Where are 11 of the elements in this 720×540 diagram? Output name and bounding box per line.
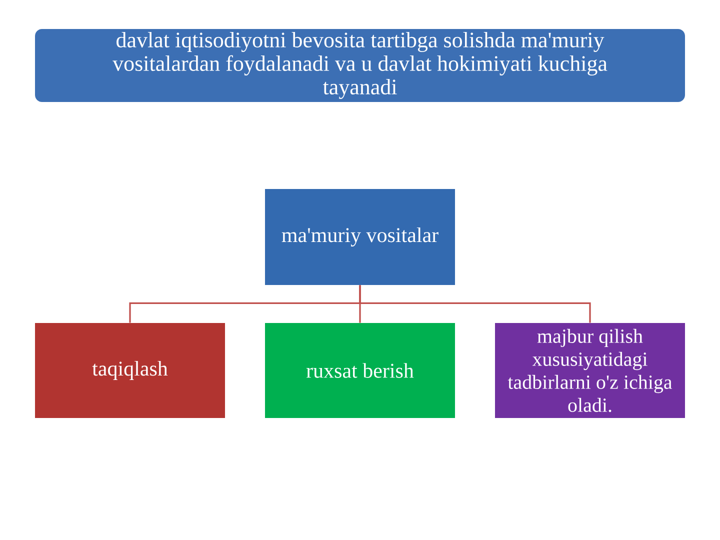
category-box xyxy=(265,323,455,418)
box-label: majbur qilish xususiyatidagi tadbirlarni o'z ichiga oladi. xyxy=(508,328,672,412)
banner-text: davlat iqtisodiyotni bevosita tartibga solishda ma'muriy vositalardan foydalanadi va u davlat hokimiyati kuchiga tayanadi xyxy=(112,32,608,99)
box-label: taqiqlash xyxy=(92,360,168,380)
category-box xyxy=(35,323,225,418)
root-box xyxy=(265,188,455,285)
box-label: ma'muriy vositalar xyxy=(282,227,438,247)
connector-line xyxy=(359,285,591,323)
category-box xyxy=(495,323,685,418)
box-label: ruxsat berish xyxy=(306,363,414,378)
banner-box xyxy=(35,29,685,102)
